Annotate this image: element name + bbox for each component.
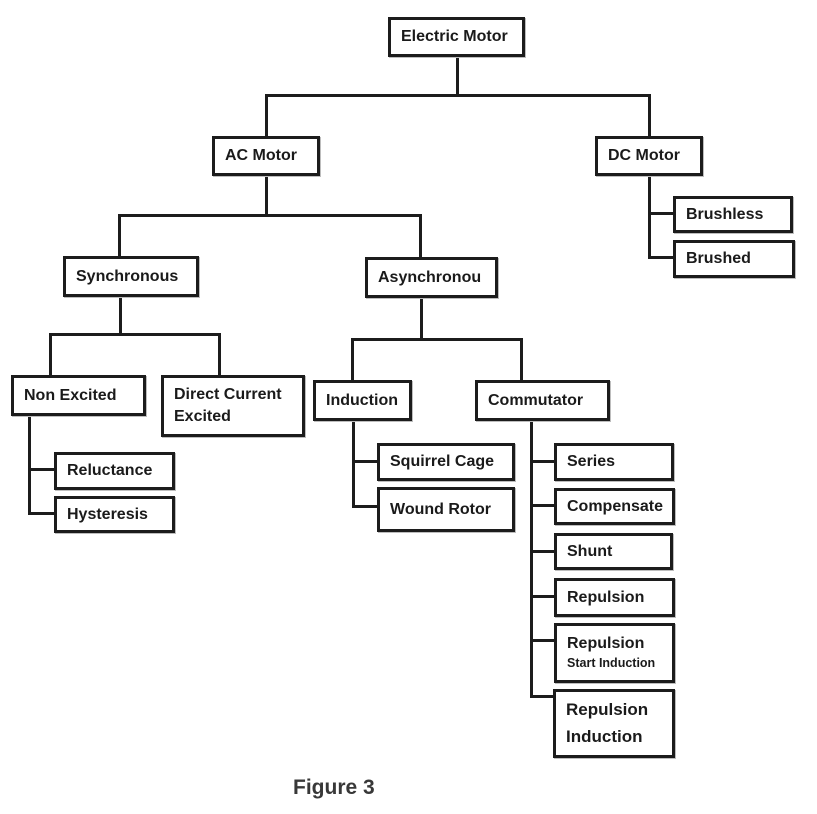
connector-sync-horizontal (49, 333, 221, 336)
node-series: Series (554, 443, 674, 481)
connector-electric-down (456, 57, 459, 95)
node-hysteresis: Hysteresis (54, 496, 175, 533)
node-compensate-label: Compensate (567, 497, 664, 515)
node-asynchronous-label: Asynchronou (378, 268, 482, 286)
connector-to-compensate (530, 504, 555, 507)
node-reluctance: Reluctance (54, 452, 175, 490)
connector-commutator-descender (530, 420, 533, 698)
connector-to-reluctance (28, 468, 55, 471)
connector-sync-down (119, 297, 122, 335)
connector-to-repulsion-induction (530, 695, 554, 698)
node-shunt-label: Shunt (567, 542, 613, 560)
connector-to-shunt (530, 550, 555, 553)
node-asynchronous: Asynchronou (365, 257, 498, 298)
connector-to-dc-motor (648, 94, 651, 137)
node-repulsion-start-line1: Repulsion (567, 635, 645, 653)
connector-level1-horizontal (265, 94, 651, 97)
node-non-excited: Non Excited (11, 375, 146, 416)
node-repulsion-induction: Repulsion Induction (553, 689, 675, 758)
node-brushed-label: Brushed (686, 250, 751, 267)
node-synchronous: Synchronous (63, 256, 199, 297)
node-repulsion-start-induction: Repulsion Start Induction (554, 623, 675, 683)
connector-to-brushless (648, 212, 673, 215)
node-commutator: Commutator (475, 380, 610, 421)
connector-to-repulsion (530, 595, 555, 598)
node-non-excited-label: Non Excited (24, 386, 117, 404)
node-brushed: Brushed (673, 240, 795, 278)
node-hysteresis-label: Hysteresis (67, 505, 148, 523)
node-synchronous-label: Synchronous (76, 267, 179, 285)
node-repulsion-start-line2: Start Induction (567, 656, 656, 671)
node-induction: Induction (313, 380, 412, 421)
connector-to-synchronous (118, 214, 121, 257)
node-repulsion-induction-line1: Repulsion (566, 700, 649, 720)
node-commutator-label: Commutator (488, 391, 584, 409)
node-series-label: Series (567, 453, 616, 470)
connector-to-wound-rotor (352, 505, 378, 508)
node-brushless: Brushless (673, 196, 793, 233)
connector-to-non-excited (49, 333, 52, 376)
node-repulsion: Repulsion (554, 578, 675, 617)
node-electric-motor-label: Electric Motor (401, 28, 508, 45)
connector-level2-horizontal (118, 214, 422, 217)
node-induction-label: Induction (326, 391, 398, 409)
node-squirrel-cage-label: Squirrel Cage (390, 453, 495, 470)
figure-caption: Figure 3 (293, 776, 375, 799)
connector-to-commutator (520, 338, 523, 381)
node-squirrel-cage: Squirrel Cage (377, 443, 515, 481)
connector-to-series (530, 460, 555, 463)
connector-to-squirrel-cage (352, 460, 378, 463)
connector-ac-down (265, 176, 268, 216)
node-ac-motor: AC Motor (212, 136, 320, 176)
connector-non-excited-descender (28, 415, 31, 515)
node-electric-motor: Electric Motor (388, 17, 525, 57)
connector-to-hysteresis (28, 512, 55, 515)
connector-to-ac-motor (265, 94, 268, 137)
node-compensate: Compensate (554, 488, 675, 525)
node-direct-current-excited: Direct Current Excited (161, 375, 305, 437)
node-dc-motor: DC Motor (595, 136, 703, 176)
connector-to-asynchronous (419, 214, 422, 258)
connector-async-down (420, 297, 423, 340)
node-shunt: Shunt (554, 533, 673, 570)
connector-to-repulsion-start (530, 639, 555, 642)
node-dc-motor-label: DC Motor (608, 147, 680, 164)
node-reluctance-label: Reluctance (67, 462, 153, 479)
connector-induction-descender (352, 420, 355, 508)
node-wound-rotor: Wound Rotor (377, 487, 515, 532)
node-wound-rotor-label: Wound Rotor (390, 500, 492, 518)
node-direct-current-excited-label: Direct Current Excited (174, 385, 282, 425)
connector-to-brushed (648, 256, 673, 259)
connector-dc-descender (648, 176, 651, 259)
node-brushless-label: Brushless (686, 205, 764, 223)
node-repulsion-label: Repulsion (567, 588, 645, 606)
node-ac-motor-label: AC Motor (225, 147, 297, 164)
connector-to-dc-excited (218, 333, 221, 376)
node-repulsion-induction-line2: Induction (566, 726, 643, 746)
connector-async-horizontal (351, 338, 523, 341)
connector-to-induction (351, 338, 354, 381)
